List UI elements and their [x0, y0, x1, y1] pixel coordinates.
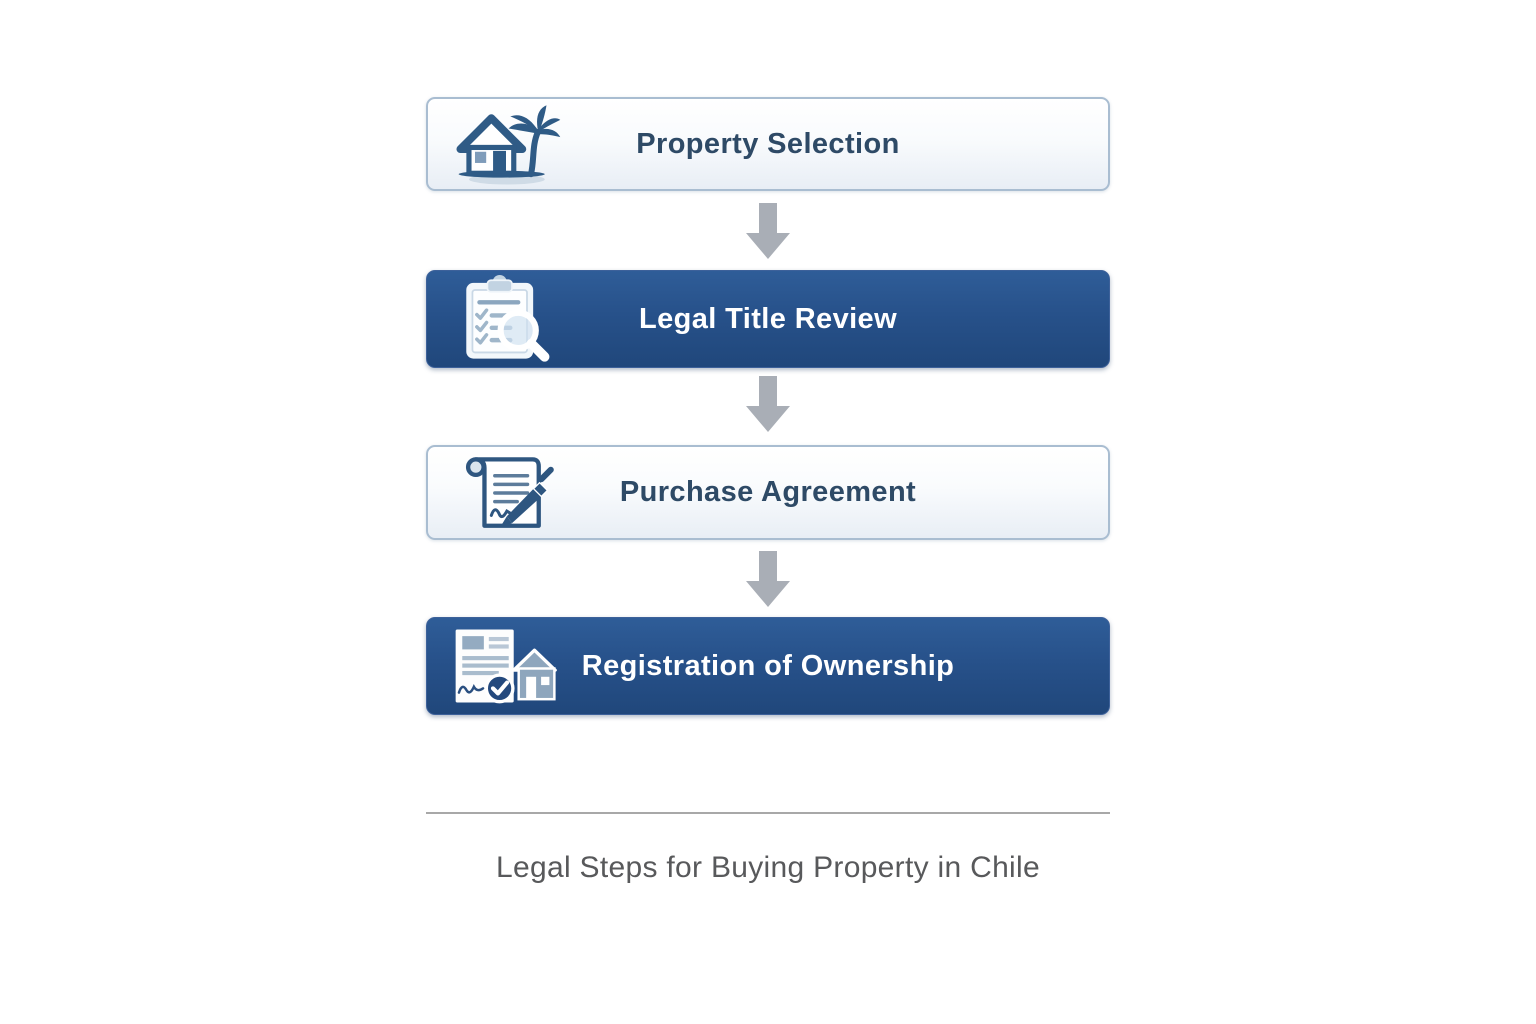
clipboard-magnifier-icon: [449, 275, 561, 363]
diagram-caption: Legal Steps for Buying Property in Chile: [496, 851, 1040, 884]
scroll-pen-icon: [450, 449, 562, 537]
document-check-house-icon: [449, 622, 561, 710]
step-legal-title-review: Legal Title Review: [426, 270, 1110, 368]
down-arrow-icon: [746, 203, 790, 259]
down-arrow-icon: [746, 551, 790, 607]
house-palm-icon: [450, 100, 562, 188]
down-arrow-icon: [746, 376, 790, 432]
step-label: Purchase Agreement: [619, 476, 917, 508]
step-label: Legal Title Review: [638, 302, 898, 335]
step-registration-of-ownership: Registration of Ownership: [426, 617, 1110, 715]
step-label: Registration of Ownership: [581, 649, 955, 682]
step-property-selection: Property Selection: [426, 97, 1110, 191]
step-purchase-agreement: Purchase Agreement: [426, 445, 1110, 540]
divider-line: [426, 812, 1110, 814]
step-label: Property Selection: [636, 127, 900, 160]
